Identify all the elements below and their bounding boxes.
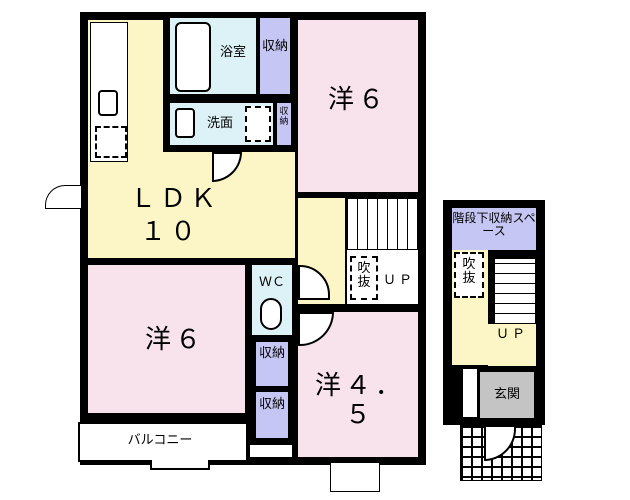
fridge-space [95, 126, 127, 158]
annex-staircase [494, 258, 536, 324]
storage-2-label: 収納 [279, 107, 289, 127]
balcony-bay [150, 460, 210, 470]
washer-space [245, 106, 271, 142]
annex-landing [488, 324, 536, 366]
storage-4 [256, 392, 288, 438]
balcony-label: バルコニー [127, 433, 193, 448]
entrance [480, 372, 534, 418]
storage-4-label: 収納 [258, 397, 285, 412]
entry-door[interactable] [45, 185, 81, 209]
ldk-label: ＬＤＫ [129, 184, 220, 214]
room-s-label: 洋４．５ [314, 371, 405, 430]
storage-1 [260, 18, 290, 94]
washroom-label: 洗面 [206, 116, 233, 131]
room-w-label: 洋６ [144, 325, 205, 355]
western-room-w [88, 265, 245, 413]
void-1-label: 吹抜 [357, 261, 371, 291]
up-label-2: ＵＰ [495, 327, 528, 342]
storage-3-label: 収納 [258, 346, 285, 361]
room-ne-label: 洋６ [327, 85, 388, 115]
stair-landing [347, 250, 418, 304]
under-stair-storage [452, 208, 536, 250]
western-room-ne [298, 20, 418, 192]
bath-label: 浴室 [219, 45, 246, 60]
up-label-1: ＵＰ [382, 273, 415, 288]
void-1 [350, 256, 378, 300]
bathtub-icon [175, 22, 211, 92]
washbasin-icon [175, 108, 195, 138]
wc-label: ＷＣ [258, 275, 285, 290]
void-2 [454, 252, 484, 298]
staircase [347, 198, 418, 250]
entrance-label: 玄関 [493, 387, 520, 402]
ldk-size: １０ [139, 217, 200, 247]
sink-icon [98, 90, 118, 116]
void-2-label: 吹抜 [462, 257, 476, 287]
toilet-icon [260, 298, 282, 330]
shoe-cabinet [462, 368, 478, 418]
closet-shelf [250, 445, 292, 457]
storage-3 [256, 342, 288, 386]
storage-1-label: 収納 [261, 39, 288, 54]
under-stair-label: 階段下収納スペース [452, 211, 536, 239]
french-window[interactable] [330, 462, 380, 492]
storage-2 [277, 103, 291, 145]
